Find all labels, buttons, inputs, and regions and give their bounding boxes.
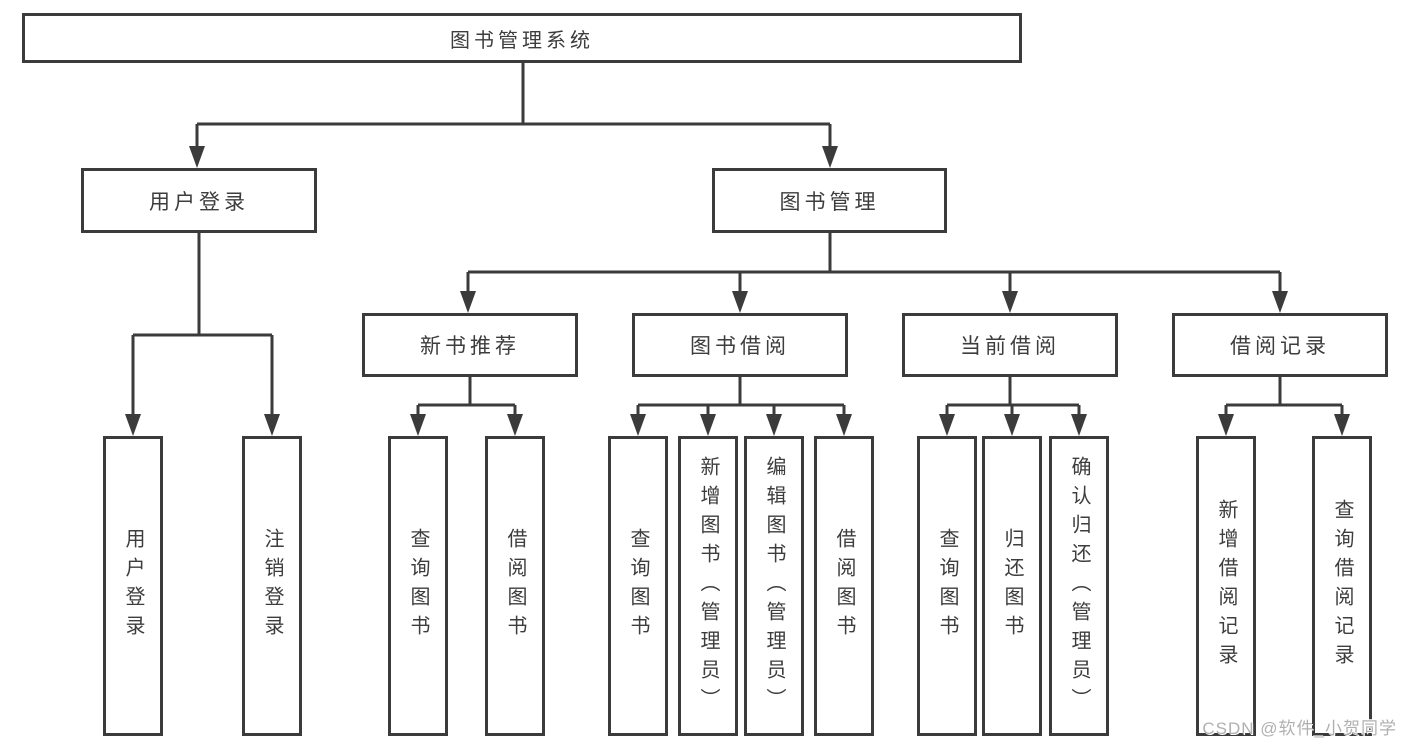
node-book-management: 图书管理	[712, 168, 947, 233]
arrow-icon	[1071, 414, 1087, 436]
node-library-management-system: 图书管理系统	[22, 13, 1022, 63]
arrow-icon	[1002, 291, 1018, 313]
leaf-query-books-borrowing: 查询图书	[608, 436, 668, 736]
connector-records-to-children	[1224, 377, 1344, 418]
watermark: CSDN @软件_小贺同学	[1202, 719, 1397, 738]
node-current-borrowing: 当前借阅	[902, 313, 1118, 377]
arrow-icon	[1004, 414, 1020, 436]
leaf-user-login: 用户登录	[103, 436, 163, 736]
node-book-borrowing: 图书借阅	[632, 313, 848, 377]
arrow-icon	[630, 414, 646, 436]
arrow-icon	[410, 414, 426, 436]
arrow-icon	[1218, 414, 1234, 436]
leaf-confirm-return-admin: 确认归还（管理员）	[1049, 436, 1109, 736]
connector-user-login-to-children	[131, 233, 274, 418]
node-new-book-recommendation: 新书推荐	[362, 313, 578, 377]
leaf-borrow-books-recommend: 借阅图书	[485, 436, 545, 736]
leaf-add-book-admin: 新增图书（管理员）	[678, 436, 738, 736]
leaf-query-books-current: 查询图书	[917, 436, 977, 736]
leaf-return-books: 归还图书	[982, 436, 1042, 736]
node-borrowing-records: 借阅记录	[1172, 313, 1388, 377]
arrow-icon	[836, 414, 852, 436]
arrow-icon	[460, 291, 476, 313]
leaf-add-borrowing-record: 新增借阅记录	[1196, 436, 1256, 736]
arrow-icon	[1334, 414, 1350, 436]
leaf-logout: 注销登录	[242, 436, 302, 736]
leaf-borrow-books-borrowing: 借阅图书	[814, 436, 874, 736]
arrow-icon	[189, 146, 205, 168]
connector-root-to-level2	[195, 63, 832, 150]
arrow-icon	[766, 414, 782, 436]
leaf-query-borrowing-record: 查询借阅记录	[1312, 436, 1372, 736]
arrow-icon	[939, 414, 955, 436]
connector-new-book-to-children	[416, 377, 517, 418]
connector-current-borrow-to-children	[945, 377, 1081, 418]
arrow-icon	[264, 414, 280, 436]
arrow-icon	[700, 414, 716, 436]
arrowheads	[125, 146, 1350, 436]
connector-book-borrow-to-children	[636, 377, 846, 418]
arrow-icon	[732, 291, 748, 313]
leaf-query-books-recommend: 查询图书	[388, 436, 448, 736]
arrow-icon	[1272, 291, 1288, 313]
arrow-icon	[125, 414, 141, 436]
connector-book-mgmt-to-level3	[466, 233, 1282, 295]
arrow-icon	[822, 146, 838, 168]
arrow-icon	[507, 414, 523, 436]
node-user-login: 用户登录	[81, 168, 317, 233]
leaf-edit-book-admin: 编辑图书（管理员）	[744, 436, 804, 736]
